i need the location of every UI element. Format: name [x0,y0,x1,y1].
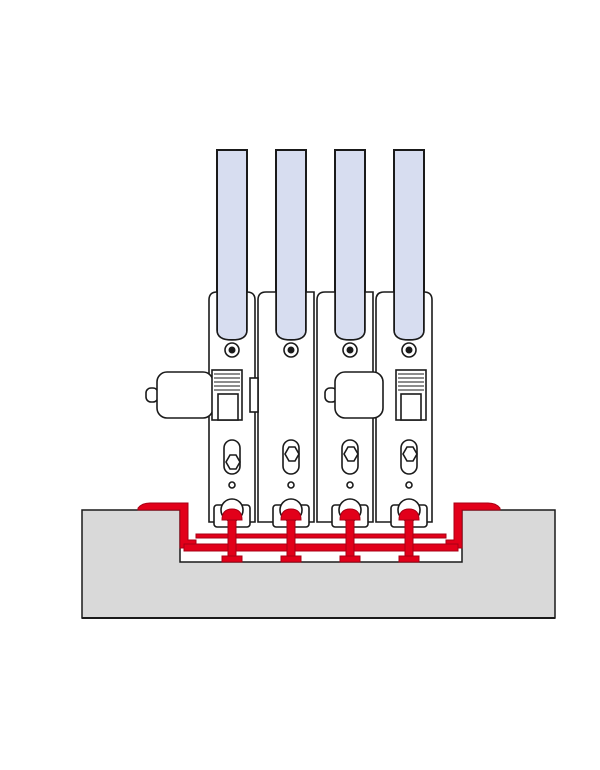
rail-base [183,543,459,552]
rail-profile [137,502,501,563]
floor-slab [81,509,556,619]
fixing-screw-1 [224,342,240,358]
adjustment-slot-3 [341,439,359,489]
adjustment-slot-1 [223,439,241,489]
lock-cylinder-2 [324,371,384,419]
fixing-screws [224,342,417,358]
fixing-screw-2 [283,342,299,358]
glass-panel-1 [216,149,248,341]
rail-tee-4 [398,508,420,563]
rail-tee-2 [280,508,302,563]
lock-mechanisms [145,369,427,421]
fixing-screw-3 [342,342,358,358]
rail-top-strip [195,533,447,539]
adjustment-slots [223,439,418,489]
glass-panel-4 [393,149,425,341]
fixing-screw-4 [401,342,417,358]
adjustment-slot-4 [400,439,418,489]
rail-left-lip [137,502,197,549]
adjustment-slot-2 [282,439,300,489]
rail-right-lip [445,502,501,549]
rail-tee-1 [221,508,243,563]
rail-tee-3 [339,508,361,563]
glass-panel-3 [334,149,366,341]
glass-panel-2 [275,149,307,341]
lock-cylinder-1 [145,369,259,421]
lock-cylinder-4 [395,369,427,421]
